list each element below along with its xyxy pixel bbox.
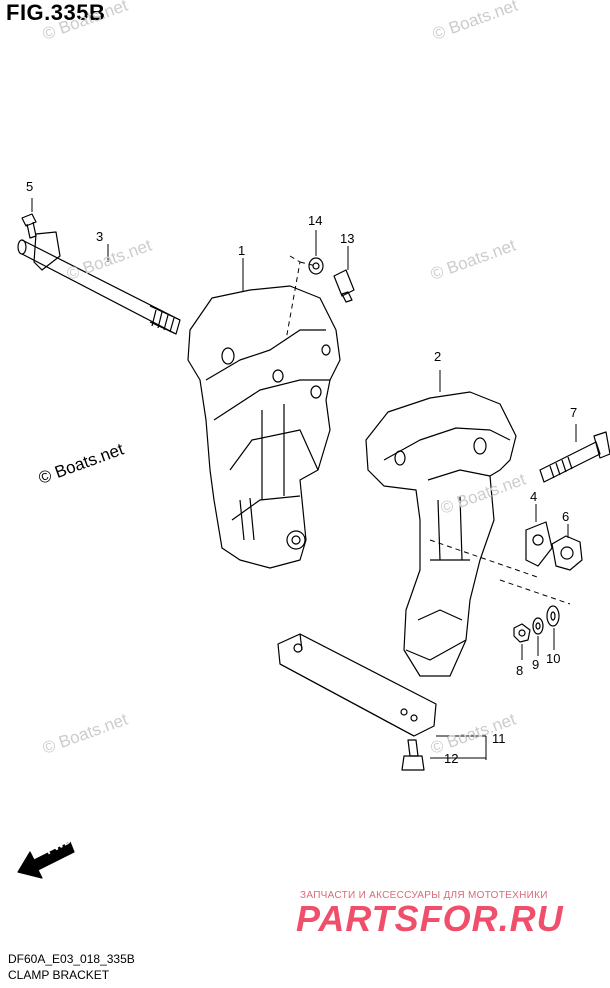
part-2-clamp-bracket bbox=[365, 391, 517, 677]
callout-2: 2 bbox=[434, 349, 442, 364]
callout-4: 4 bbox=[530, 489, 538, 504]
callout-13: 13 bbox=[340, 231, 355, 246]
figure-title: FIG.335B bbox=[6, 0, 106, 25]
part-6-nut bbox=[551, 535, 583, 571]
figure-code: DF60A_E03_018_335B bbox=[8, 952, 135, 966]
part-3-shaft bbox=[17, 231, 181, 335]
shop-subtitle: ЗАПЧАСТИ И АКСЕССУАРЫ ДЛЯ МОТОТЕХНИКИ bbox=[300, 890, 548, 901]
part-10-washer bbox=[546, 605, 560, 627]
callout-14: 14 bbox=[308, 213, 323, 228]
callout-12: 12 bbox=[444, 751, 459, 766]
part-9-washer bbox=[532, 617, 544, 635]
part-12-bolt bbox=[401, 739, 425, 771]
fwd-arrow-icon bbox=[17, 841, 75, 879]
part-11-plate bbox=[277, 633, 437, 737]
callout-8: 8 bbox=[516, 663, 524, 678]
callout-6: 6 bbox=[562, 509, 570, 524]
part-4-plate bbox=[525, 521, 553, 567]
callout-7: 7 bbox=[570, 405, 578, 420]
callout-1: 1 bbox=[238, 243, 246, 258]
callout-9: 9 bbox=[532, 657, 540, 672]
part-7-bolt bbox=[539, 431, 610, 483]
callout-10: 10 bbox=[546, 651, 561, 666]
shop-brand: PARTSFOR.RU bbox=[296, 898, 564, 939]
callout-3: 3 bbox=[96, 229, 104, 244]
part-14-washer bbox=[308, 257, 324, 275]
figure-name: CLAMP BRACKET bbox=[8, 968, 110, 982]
part-13-bolt bbox=[333, 269, 355, 303]
callout-11: 11 bbox=[492, 731, 506, 746]
part-1-clamp-bracket bbox=[187, 285, 341, 569]
part-5-bolt bbox=[21, 213, 37, 239]
callout-5: 5 bbox=[26, 179, 34, 194]
part-8-nut bbox=[513, 623, 531, 643]
